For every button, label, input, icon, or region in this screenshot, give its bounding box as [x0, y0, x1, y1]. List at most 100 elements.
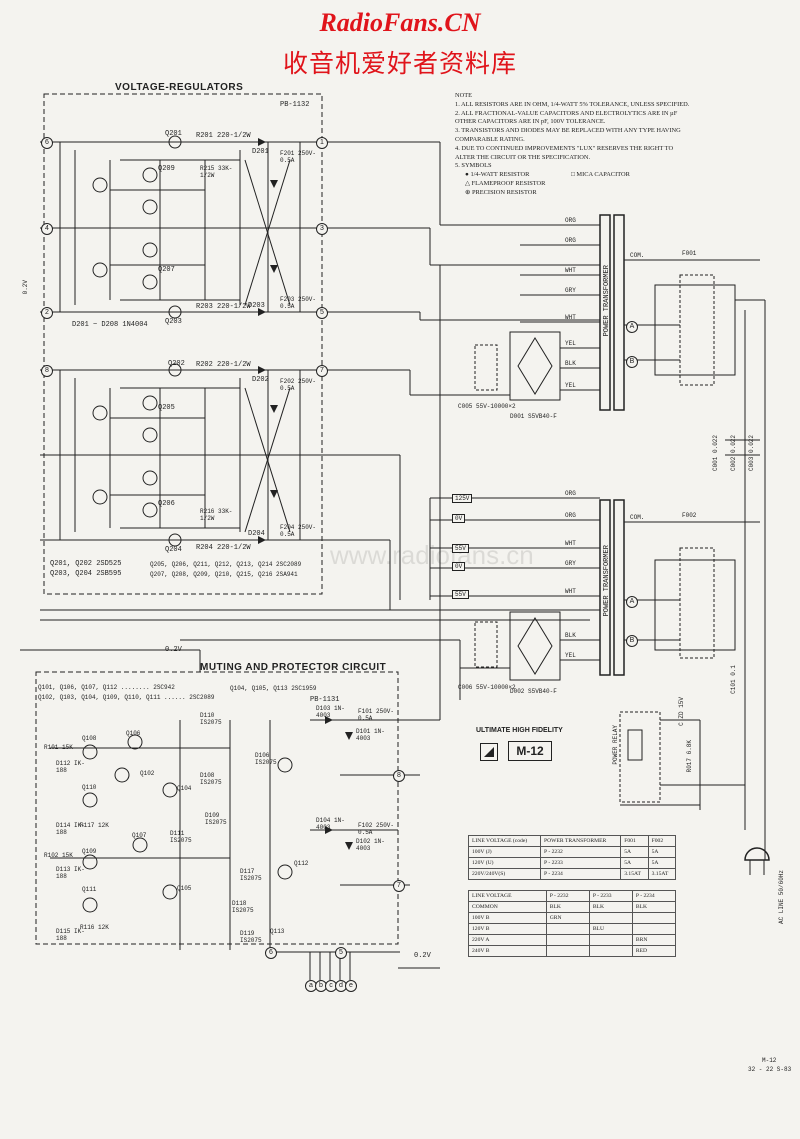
table-cell: P - 2233 — [540, 857, 622, 869]
d118-label: D118 IS2075 — [232, 900, 254, 914]
f002-label: F002 — [682, 512, 697, 519]
table-cell — [588, 934, 633, 946]
q107-label: Q107 — [132, 832, 147, 839]
watermark: www.radiofans.cn — [330, 540, 534, 570]
note-line: 2. ALL FRACTIONAL-VALUE CAPACITORS AND E… — [455, 109, 678, 117]
f001-label: F001 — [682, 250, 697, 257]
tap-0v: 0V — [452, 514, 466, 523]
table-cell: 220V A — [468, 934, 547, 946]
power-relay-label: POWER RELAY — [612, 725, 619, 765]
site-title: RadioFans.CN — [319, 8, 481, 37]
d103-label: D103 1N-4003 — [316, 705, 345, 719]
table-cell: 100V B — [468, 912, 547, 924]
q105-label: Q105 — [177, 885, 192, 892]
d108-label: D108 IS2075 — [200, 772, 222, 786]
c101-label: C101 0.1 — [730, 665, 737, 694]
r102-label: R102 15K — [44, 852, 73, 859]
d001-label: D001 S5VB40-F — [510, 413, 557, 420]
table-cell — [588, 945, 633, 957]
table-cell: BLK — [588, 901, 633, 913]
table-cell — [588, 912, 633, 924]
q202-label: Q202 — [168, 360, 185, 368]
vr-diode-note: D201 ~ D208 1N4004 — [72, 321, 148, 329]
table-cell — [631, 912, 677, 924]
vr-transistor-line-1: Q201, Q202 2SD525 — [50, 560, 122, 568]
f204-label: F204 250V-0.5A — [280, 524, 317, 538]
table-row: 120V B BLU — [468, 923, 677, 935]
d112-label: D112 IK-188 — [56, 760, 85, 774]
r202-label: R202 220-1/2W — [196, 361, 251, 369]
wire-bottom-2: WHT — [565, 540, 576, 547]
note-line: ALTER THE CIRCUIT OR THE SPECIFICATION. — [455, 153, 591, 161]
q201-label: Q201 — [165, 130, 182, 138]
f202-label: F202 250V-0.5A — [280, 378, 317, 392]
vr-transistor-right-1: Q205, Q206, Q211, Q212, Q213, Q214 2SC20… — [150, 561, 302, 568]
vr-transistor-line-2: Q203, Q204 2SB595 — [50, 570, 122, 578]
table-row: 220V A BRN — [468, 934, 677, 946]
table-cell: COMMON — [468, 901, 547, 913]
f102-label: F102 250V-0.5A — [358, 822, 395, 836]
vr-transistor-right-2: Q207, Q208, Q209, Q210, Q215, Q216 2SA94… — [150, 571, 298, 578]
table-cell: 240V B — [468, 945, 547, 957]
wire-bottom-4: WHT — [565, 588, 576, 595]
r215-label: R215 33K-1/2W — [200, 165, 233, 179]
r117-label: R117 12K — [80, 822, 109, 829]
r201-label: R201 220-1/2W — [196, 132, 251, 140]
wire-top-4: WHT — [565, 314, 576, 321]
footer-code-1: M-12 — [762, 1057, 777, 1064]
r203-label: R203 220-1/2W — [196, 303, 251, 311]
vr-terminal-4: 4 — [41, 223, 53, 235]
muting-terminal-5: 5 — [335, 947, 347, 959]
muting-transistor-line-2: Q102, Q103, Q104, Q109, Q110, Q111 .....… — [38, 694, 215, 701]
d203-label: D203 — [248, 302, 265, 310]
f203-label: F203 250V-0.5A — [280, 296, 317, 310]
c001-label: C001 0.022 — [712, 435, 719, 472]
f101-label: F101 250V-0.5A — [358, 708, 395, 722]
vr-terminal-2: 2 — [41, 307, 53, 319]
d119-label: D119 IS2075 — [240, 930, 262, 944]
table-cell: RED — [631, 945, 677, 957]
table-cell: 5A — [620, 846, 649, 858]
q203-label: Q203 — [165, 318, 182, 326]
c006-label: C006 55V-10000×2 — [458, 684, 516, 691]
table-header: P - 2232 — [545, 890, 590, 902]
marker-a-top: A — [626, 321, 638, 333]
muting-transistor-line-1: Q101, Q106, Q107, Q112 ........ 2SC942 — [38, 684, 175, 691]
muting-bottom-voltage: 0.2V — [414, 952, 431, 960]
table-header: P - 2234 — [631, 890, 677, 902]
tap-0v-2: 0V — [452, 562, 466, 571]
tap-125v: 125V — [452, 494, 473, 503]
d106-label: D106 IS2075 — [255, 752, 277, 766]
c003-label: C003 0.022 — [748, 435, 755, 472]
tap-55v: 55V — [452, 544, 469, 553]
table-cell: P - 2234 — [540, 868, 622, 880]
vr-terminal-6: 6 — [41, 137, 53, 149]
note-line: 4. DUE TO CONTINUED IMPROVEMENTS "LUX" R… — [455, 144, 674, 152]
table-cell: BLK — [631, 901, 677, 913]
relay-resistor-label: R017 6.8K — [686, 740, 693, 773]
note-line: 5. SYMBOLS — [455, 162, 492, 170]
wire-bottom-6: YEL — [565, 652, 576, 659]
marker-b-bottom: B — [626, 635, 638, 647]
table-row: 100V (J) P - 2232 5A 5A — [467, 846, 677, 858]
d101-label: D101 1N-4003 — [356, 728, 385, 742]
tap-55v-2: 55V — [452, 590, 469, 599]
table-header: P - 2233 — [588, 890, 633, 902]
table-row: 100V B GRN — [468, 912, 677, 924]
wire-top-7: YEL — [565, 382, 576, 389]
table-cell: 100V (J) — [467, 846, 542, 858]
wire-top-6: BLK — [565, 360, 576, 367]
table-cell — [545, 923, 590, 935]
muting-board-id: PB-1131 — [310, 696, 340, 704]
d201-label: D201 — [252, 148, 269, 156]
table-cell — [545, 945, 590, 957]
r116-label: R116 12K — [80, 924, 109, 931]
vr-terminal-1: 1 — [316, 137, 328, 149]
muting-board-outline — [35, 671, 399, 945]
q109-label: Q109 — [82, 848, 97, 855]
model-name: M-12 — [508, 741, 552, 761]
note-line: COMPARABLE RATING. — [455, 135, 525, 143]
wire-top-2: WHT — [565, 267, 576, 274]
com-bottom: COM. — [630, 514, 645, 521]
